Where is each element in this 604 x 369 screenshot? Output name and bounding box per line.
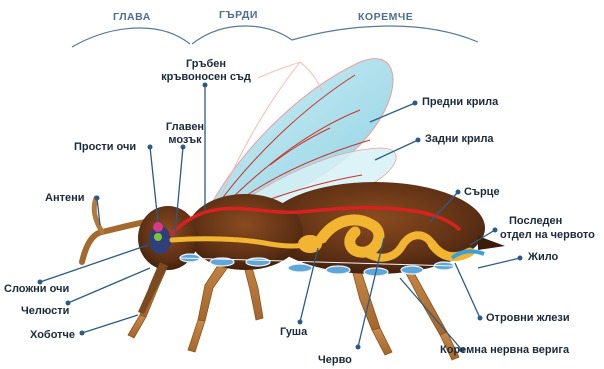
section-brackets — [72, 26, 478, 47]
label-heart: Сърце — [464, 186, 500, 198]
label-last-gut-1: Последен — [509, 215, 562, 227]
label-sting: Жило — [528, 251, 558, 263]
label-hind-wings: Задни крила — [425, 133, 494, 145]
label-antennae: Антени — [45, 192, 85, 204]
label-proboscis: Хоботче — [30, 329, 75, 341]
label-crop: Гуша — [280, 326, 307, 338]
label-brain-2: мозък — [158, 134, 212, 146]
label-intestine: Черво — [318, 354, 352, 366]
label-brain-1: Главен — [158, 121, 212, 133]
section-head: ГЛАВА — [113, 11, 151, 23]
label-front-wings: Предни крила — [422, 96, 498, 108]
section-abdomen: КОРЕМЧЕ — [358, 11, 413, 23]
section-thorax: ГЪРДИ — [219, 9, 258, 21]
label-last-gut-2: отдел на червото — [500, 229, 595, 241]
label-ventral-nerve-cord: Коремна нервна верига — [440, 344, 569, 356]
thorax-bracket — [192, 26, 292, 44]
abdomen-bracket — [292, 26, 478, 42]
head-bracket — [72, 28, 190, 47]
label-simple-eyes: Прости очи — [74, 141, 136, 153]
label-venom-glands: Отровни жлези — [486, 312, 570, 324]
mouthparts — [138, 262, 168, 314]
label-dorsal-vessel-2: кръвоносен съд — [160, 71, 252, 83]
label-jaws: Челюсти — [21, 305, 69, 317]
simple-eye — [153, 222, 163, 232]
label-compound-eyes: Сложни очи — [4, 283, 69, 295]
label-dorsal-vessel-1: Гръбен — [168, 58, 244, 70]
